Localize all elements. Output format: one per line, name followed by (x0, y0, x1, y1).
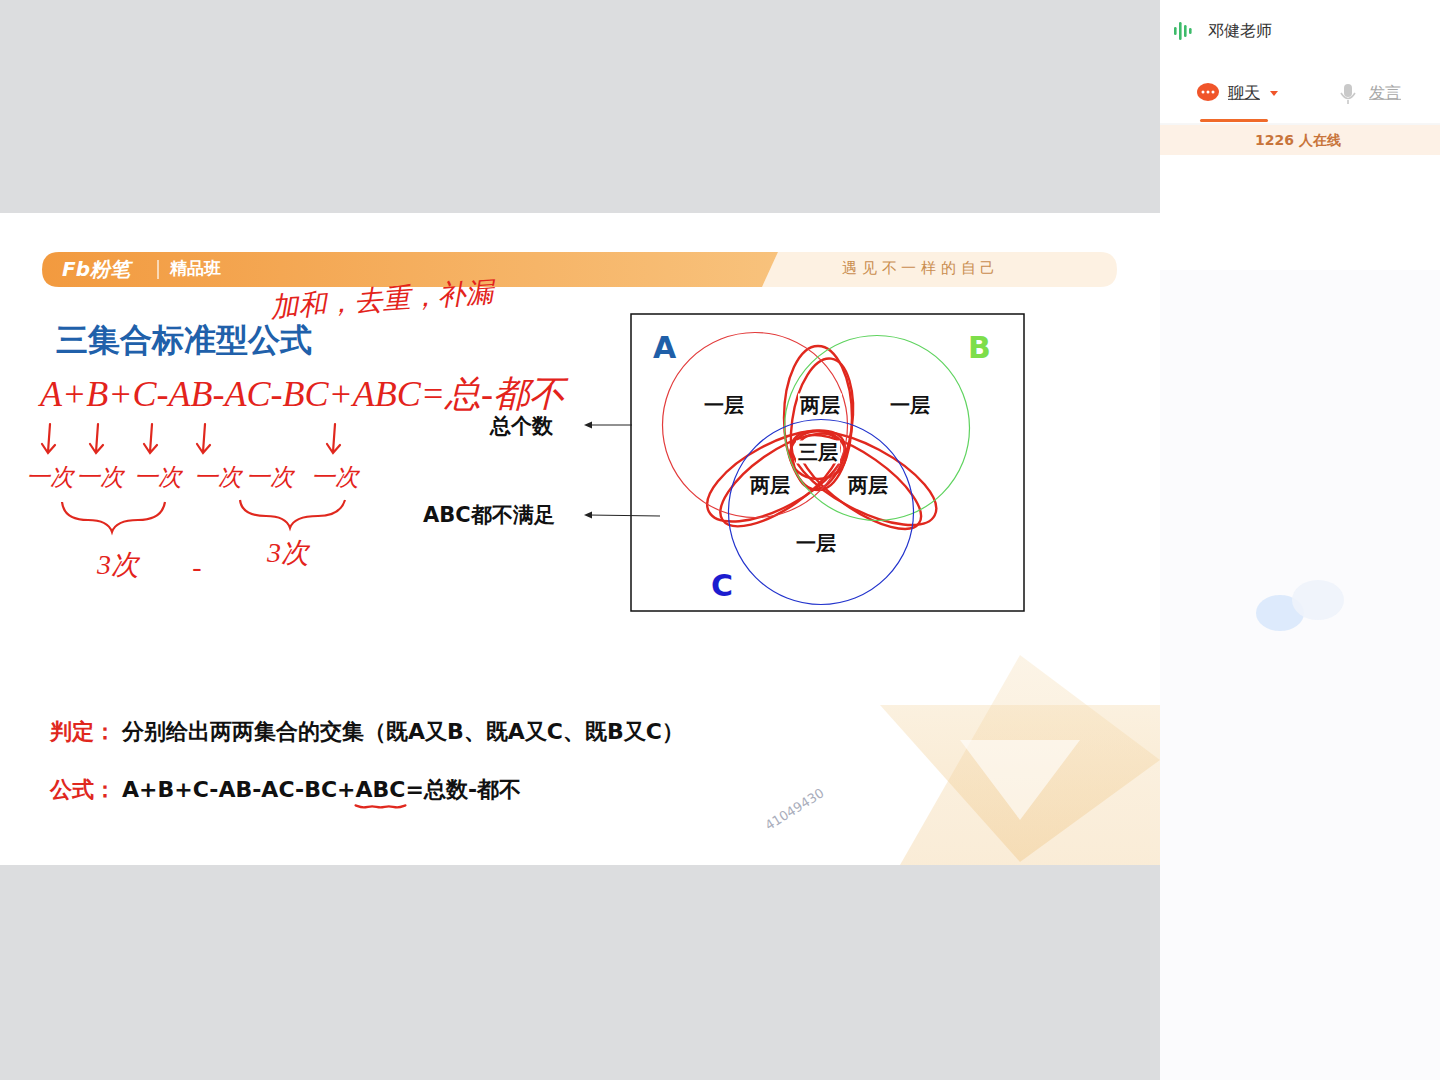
rule-key: 判定： (50, 719, 116, 744)
chat-area (1160, 270, 1440, 1080)
leader-arrowhead (584, 512, 592, 519)
circle-outline (785, 336, 970, 521)
set-name: C (711, 571, 733, 601)
region-label: 一层 (888, 394, 932, 417)
hand-brace (62, 502, 165, 532)
region-label: 一层 (794, 532, 838, 555)
tab-label: 发言 (1369, 84, 1401, 102)
region-label: 两层 (748, 474, 792, 497)
brand-logo: Fb粉笔 (62, 258, 130, 281)
side-panel (1160, 0, 1440, 1080)
hand-arrow (144, 424, 157, 453)
chat-dot (1207, 91, 1210, 94)
annotation: 总个数 (490, 414, 553, 438)
universe-frame (631, 314, 1024, 611)
handwritten-count: 一次 (76, 464, 124, 492)
bubble-decoration (1292, 580, 1344, 620)
handwritten-note: 加和，去重，补漏 (269, 276, 495, 324)
hand-arrow (197, 424, 210, 453)
chat-dot (1202, 91, 1205, 94)
hand-arrow (90, 424, 103, 453)
handwritten-count: 一次 (246, 464, 294, 492)
header-band-light (762, 252, 1117, 287)
leader-line (588, 515, 660, 516)
handwritten-count: 3次 (267, 537, 309, 569)
region-label: 一层 (702, 394, 746, 417)
leader-arrowhead (584, 422, 592, 429)
audio-bar (1174, 27, 1177, 35)
handwritten-count: 3次 (97, 549, 139, 581)
scribble-loop (790, 431, 846, 479)
region-label: 两层 (798, 394, 842, 417)
chat-icon (1197, 83, 1219, 101)
handwritten-count: 一次 (134, 464, 182, 492)
audio-bar (1184, 25, 1187, 37)
watermark: 41049430 (763, 786, 827, 834)
scribble-loop (707, 417, 854, 543)
handwritten-sign: - (192, 551, 201, 583)
online-count: 1226 人在线 (1255, 132, 1341, 148)
hand-brace (240, 500, 345, 528)
handwritten-count: 一次 (26, 464, 74, 492)
backdrop (0, 0, 1160, 1080)
rule-text: 分别给出两两集合的交集（既A又B、既A又C、既B又C） (122, 719, 684, 744)
mic-stand (1341, 93, 1355, 104)
annotation: ABC都不满足 (423, 503, 555, 527)
tab-indicator (1200, 119, 1268, 122)
scribble-group (694, 346, 950, 545)
mic-icon (1344, 84, 1352, 97)
circle-outline (729, 420, 914, 605)
circle-outline (663, 333, 848, 518)
hand-underline (356, 805, 406, 807)
star-decoration (900, 655, 1160, 865)
audio-bar (1189, 28, 1192, 34)
slide-title: 三集合标准型公式 (56, 322, 312, 359)
scribble-loop (778, 412, 949, 544)
tab-label: 聊天 (1228, 84, 1260, 102)
handwritten-count: 一次 (194, 464, 242, 492)
header-separator (157, 260, 158, 279)
handwritten-formula: A+B+C-AB-AC-BC+ABC=总-都不 (40, 374, 565, 415)
rule-key: 公式： (50, 777, 116, 802)
formula: A+B+C-AB-AC-BC+ABC=总数-都不 (122, 777, 521, 802)
slogan: 遇 见 不 一 样 的 自 己 (842, 260, 995, 277)
set-name: B (968, 333, 991, 363)
region-label: 两层 (846, 474, 890, 497)
chat-dot (1212, 91, 1215, 94)
teacher-name: 邓健老师 (1208, 22, 1272, 40)
hand-arrow (42, 424, 55, 453)
dropdown-arrow (1270, 91, 1278, 96)
hand-arrow (327, 424, 340, 453)
tab-divider (1160, 124, 1440, 125)
slide (0, 213, 1160, 865)
region-label: 三层 (796, 441, 840, 464)
handwritten-count: 一次 (311, 464, 359, 492)
class-tag: 精品班 (170, 259, 221, 279)
online-band (1160, 125, 1440, 155)
set-name: A (653, 333, 676, 363)
audio-bar (1179, 22, 1182, 40)
leader-line (588, 425, 632, 426)
star-decoration (960, 740, 1080, 820)
